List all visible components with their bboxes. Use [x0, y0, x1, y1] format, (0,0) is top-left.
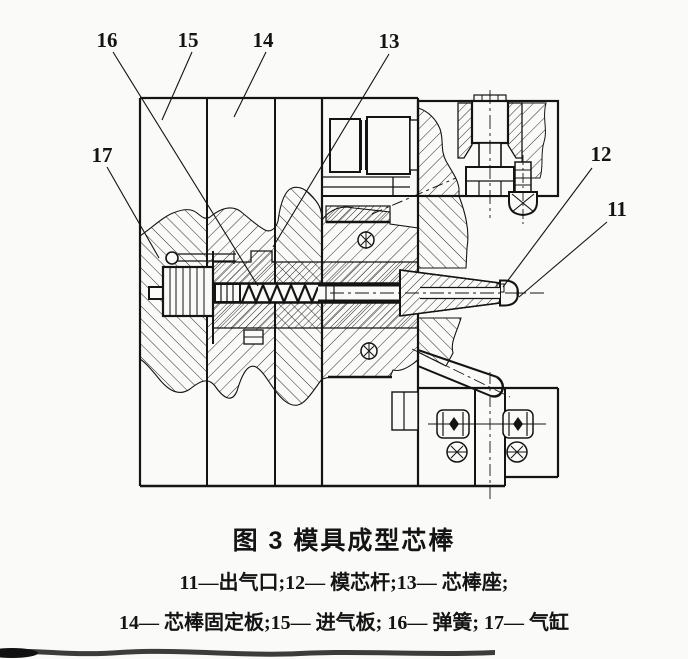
screw-mark-upper	[357, 231, 375, 249]
figure-legend-line-1: 11—出气口;12— 模芯杆;13— 芯棒座;	[179, 572, 509, 594]
air-cylinder-17	[148, 251, 236, 318]
leader-16	[112, 51, 259, 287]
top-right-bolt-assembly	[416, 90, 560, 218]
leader-11	[518, 221, 608, 298]
section-hatch-right	[417, 107, 469, 367]
bottom-right-block	[391, 372, 560, 502]
cylinder-bolt-head	[165, 251, 179, 265]
callout-label-17: 17	[92, 143, 113, 167]
air-fitting	[508, 155, 538, 224]
leader-13	[272, 53, 390, 248]
piston-coupling	[214, 283, 241, 303]
leader-12	[502, 167, 593, 288]
figure-legend-line-2: 14— 芯棒固定板;15— 进气板; 16— 弹簧; 17— 气缸	[119, 612, 569, 634]
angled-cylinder	[411, 348, 511, 398]
leader-17	[106, 166, 160, 259]
callout-label-14: 14	[253, 28, 275, 52]
scan-edge-blob	[0, 648, 38, 658]
scan-edge-artifact	[0, 648, 495, 657]
leader-15	[161, 51, 193, 121]
callout-leader-lines	[106, 51, 608, 298]
callout-label-15: 15	[178, 28, 199, 52]
callout-label-12: 12	[591, 142, 612, 166]
leader-14	[233, 51, 267, 118]
screw-mark-lower	[360, 342, 378, 360]
callout-label-16: 16	[97, 28, 118, 52]
spring-16	[240, 282, 320, 305]
callout-label-11: 11	[607, 197, 627, 221]
figure-title: 图 3 模具成型芯棒	[232, 527, 456, 555]
callout-label-13: 13	[379, 29, 400, 53]
